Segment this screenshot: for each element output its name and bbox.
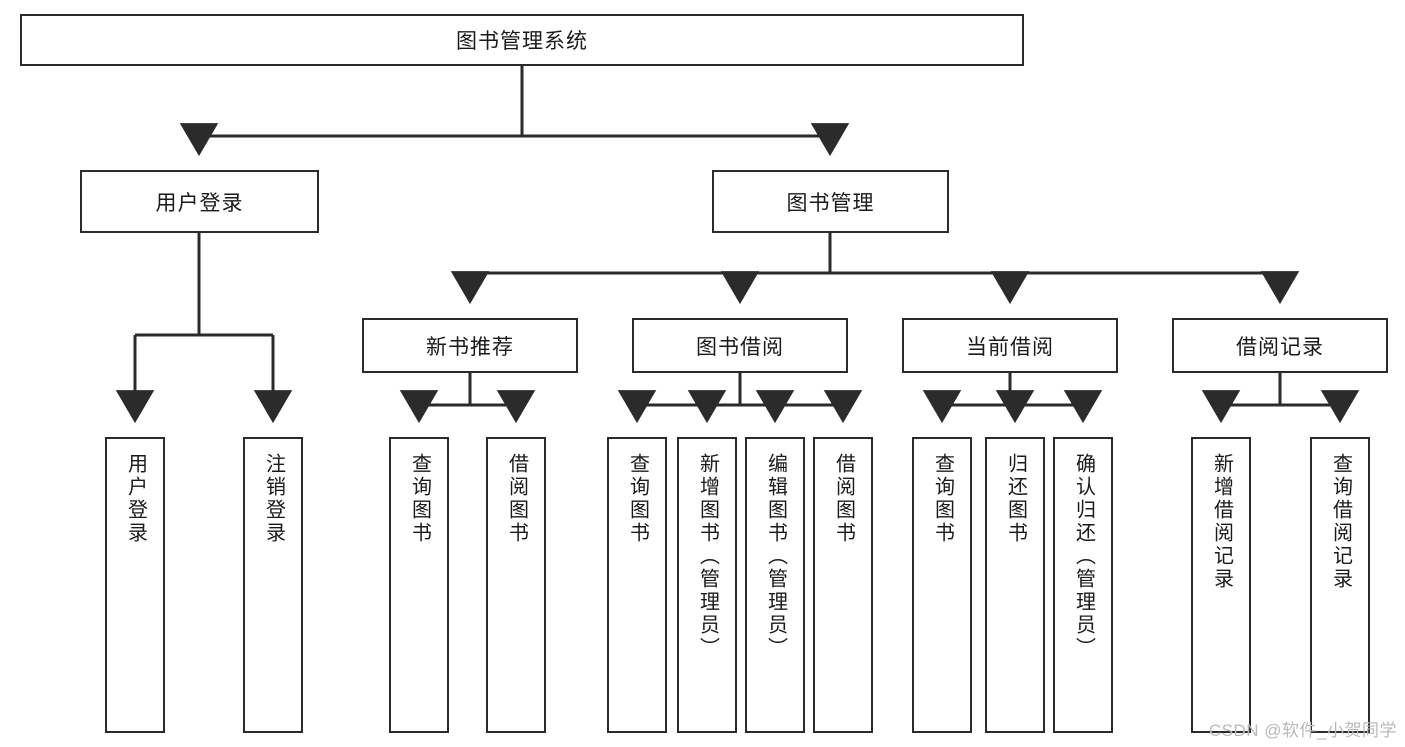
leaf-user-login[interactable]: 用户登录 xyxy=(105,437,165,733)
leaf-edit-book[interactable]: 编辑图书（管理员） xyxy=(745,437,805,733)
leaf-add-record[interactable]: 新增借阅记录 xyxy=(1191,437,1251,733)
leaf-query-book-3-label: 查询图书 xyxy=(931,453,954,545)
watermark: CSDN @软件_小贺同学 xyxy=(1208,721,1397,740)
node-new-book-rec[interactable]: 新书推荐 xyxy=(362,318,578,373)
leaf-query-record-label: 查询借阅记录 xyxy=(1329,453,1352,591)
leaf-query-book-1[interactable]: 查询图书 xyxy=(389,437,449,733)
leaf-query-book-2[interactable]: 查询图书 xyxy=(607,437,667,733)
leaf-borrow-book-2[interactable]: 借阅图书 xyxy=(813,437,873,733)
node-user-login[interactable]: 用户登录 xyxy=(80,170,319,233)
node-book-manage[interactable]: 图书管理 xyxy=(712,170,949,233)
node-new-book-rec-label: 新书推荐 xyxy=(426,335,514,359)
node-current-borrow[interactable]: 当前借阅 xyxy=(902,318,1118,373)
leaf-user-login-label: 用户登录 xyxy=(124,453,147,545)
leaf-query-book-2-label: 查询图书 xyxy=(626,453,649,545)
leaf-add-record-label: 新增借阅记录 xyxy=(1210,453,1233,591)
node-borrow-record-label: 借阅记录 xyxy=(1236,335,1324,359)
node-book-borrow-label: 图书借阅 xyxy=(696,335,784,359)
node-current-borrow-label: 当前借阅 xyxy=(966,335,1054,359)
node-book-manage-label: 图书管理 xyxy=(786,191,875,215)
leaf-borrow-book-1-label: 借阅图书 xyxy=(505,453,528,545)
leaf-add-book[interactable]: 新增图书（管理员） xyxy=(677,437,737,733)
node-root[interactable]: 图书管理系统 xyxy=(20,14,1024,66)
node-book-borrow[interactable]: 图书借阅 xyxy=(632,318,848,373)
node-root-label: 图书管理系统 xyxy=(456,30,588,53)
leaf-edit-book-label: 编辑图书（管理员） xyxy=(764,453,787,660)
node-borrow-record[interactable]: 借阅记录 xyxy=(1172,318,1388,373)
leaf-confirm-return-label: 确认归还（管理员） xyxy=(1072,453,1095,660)
leaf-confirm-return[interactable]: 确认归还（管理员） xyxy=(1053,437,1113,733)
leaf-query-book-3[interactable]: 查询图书 xyxy=(912,437,972,733)
leaf-return-book-label: 归还图书 xyxy=(1004,453,1027,545)
leaf-query-record[interactable]: 查询借阅记录 xyxy=(1310,437,1370,733)
node-user-login-label: 用户登录 xyxy=(155,191,244,215)
leaf-borrow-book-1[interactable]: 借阅图书 xyxy=(486,437,546,733)
leaf-query-book-1-label: 查询图书 xyxy=(408,453,431,545)
leaf-borrow-book-2-label: 借阅图书 xyxy=(832,453,855,545)
leaf-user-logout[interactable]: 注销登录 xyxy=(243,437,303,733)
leaf-user-logout-label: 注销登录 xyxy=(262,453,285,545)
leaf-add-book-label: 新增图书（管理员） xyxy=(696,453,719,660)
leaf-return-book[interactable]: 归还图书 xyxy=(985,437,1045,733)
